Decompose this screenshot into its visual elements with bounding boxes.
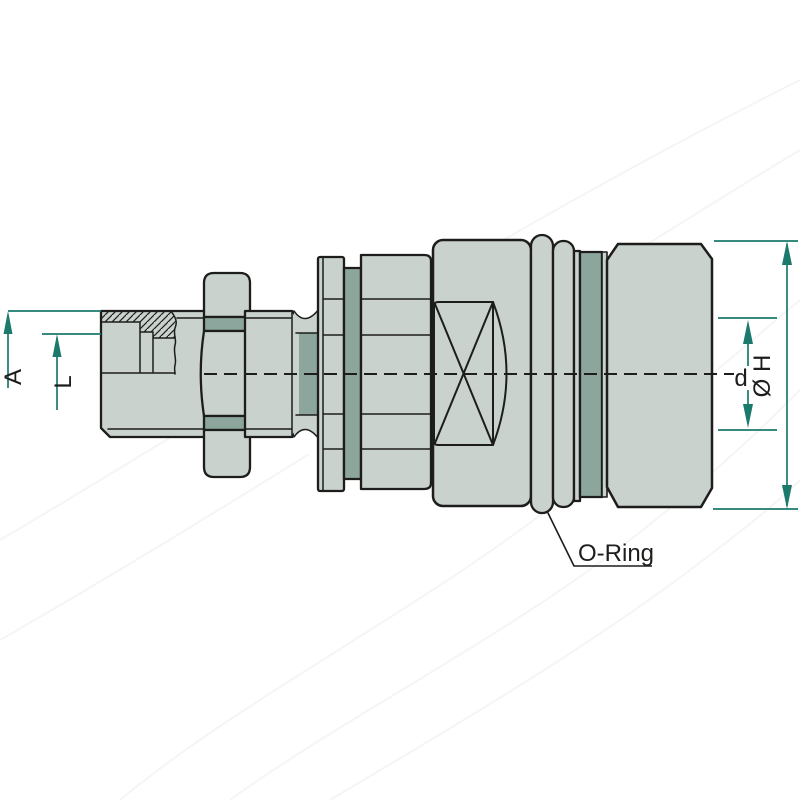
dim-A-label: A (0, 369, 27, 385)
arrowhead-up-icon (3, 311, 13, 334)
collar (359, 253, 433, 491)
hex-nut (199, 271, 252, 479)
arrowhead-down-icon (782, 485, 792, 509)
oring-label: O-Ring (578, 540, 654, 567)
dimension-L: L (42, 333, 101, 410)
dimension-A: A (0, 310, 101, 388)
male-thread-stud (99, 309, 207, 439)
arrowhead-down-icon (743, 404, 753, 428)
dimension-d: d (718, 317, 777, 431)
nut-bottom-flat (202, 428, 252, 479)
nut-top-chamfer (202, 315, 252, 333)
nut-top-flat (202, 271, 252, 319)
leader-line (546, 510, 652, 567)
rear-hex-end (605, 242, 714, 509)
dimension-diameter-H: Ø H (713, 240, 798, 510)
dim-H-label: Ø H (749, 355, 776, 398)
dim-d-label: d (734, 365, 747, 392)
section-hatch (101, 311, 176, 338)
arrowhead-up-icon (52, 334, 62, 357)
arrowhead-up-icon (782, 241, 792, 265)
nut-bottom-chamfer (202, 414, 252, 432)
dim-L-label: L (50, 375, 77, 388)
oring-callout: O-Ring (546, 510, 654, 567)
arrowhead-up-icon (743, 320, 753, 344)
